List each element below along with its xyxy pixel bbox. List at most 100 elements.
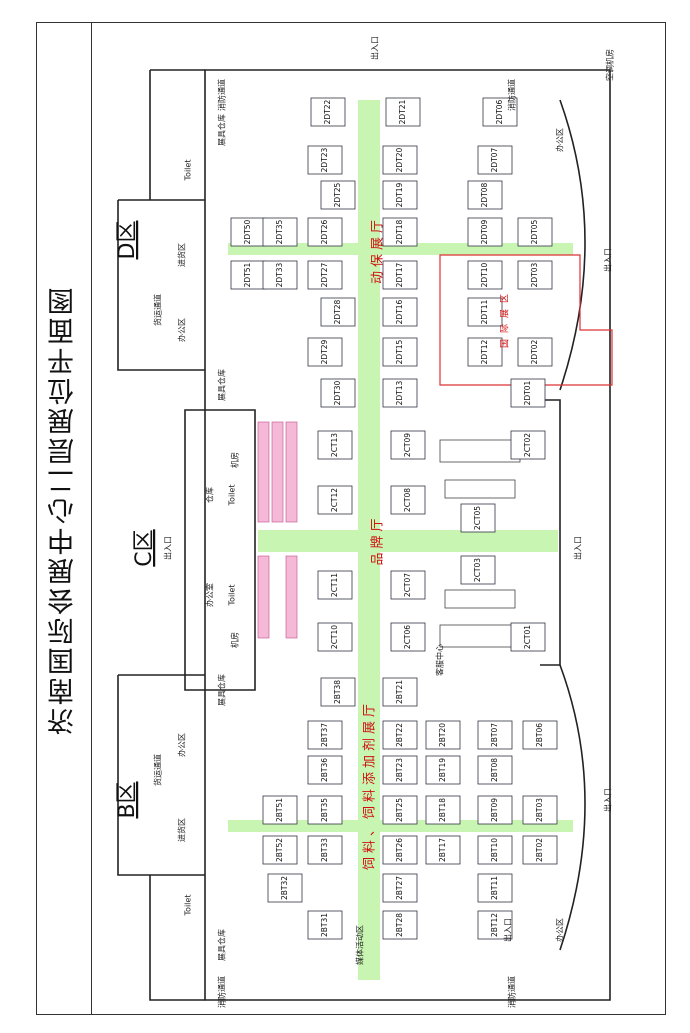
booth[interactable]: 2CT03 <box>460 555 496 585</box>
booth[interactable]: 2CT07 <box>390 570 426 600</box>
booth[interactable]: 2DT30 <box>320 378 356 408</box>
booth[interactable]: 2BT19 <box>425 755 461 785</box>
booth-id: 2BT51 <box>275 798 284 822</box>
booth[interactable]: 2DT13 <box>382 378 418 408</box>
booth[interactable]: 2BT18 <box>425 795 461 825</box>
booth[interactable]: 2DT35 <box>262 217 298 247</box>
booth-id: 2DT21 <box>398 99 407 124</box>
booth-id: 2BT37 <box>320 723 329 747</box>
booth-id: 2DT35 <box>275 219 284 244</box>
booth[interactable]: 2CT13 <box>317 430 353 460</box>
booth[interactable]: 2DT27 <box>307 260 343 290</box>
booth[interactable]: 2BT35 <box>307 795 343 825</box>
booth[interactable]: 2BT03 <box>522 795 558 825</box>
booth-id: 2DT20 <box>395 147 404 172</box>
area-label: 出入口 <box>603 248 613 272</box>
booth[interactable]: 2DT51 <box>230 260 266 290</box>
booth[interactable]: 2BT09 <box>477 795 513 825</box>
booth[interactable]: 2BT02 <box>522 835 558 865</box>
booth[interactable]: 2DT16 <box>382 297 418 327</box>
booth-id: 2DT01 <box>523 380 532 405</box>
booth[interactable]: 2BT12 <box>477 910 513 940</box>
booth[interactable]: 2BT31 <box>307 910 343 940</box>
booth[interactable]: 2DT08 <box>467 180 503 210</box>
area-label: 空调机房 <box>605 49 615 81</box>
booth[interactable]: 2DT23 <box>307 145 343 175</box>
booth-id: 2CT10 <box>330 625 339 649</box>
booth[interactable]: 2DT15 <box>382 337 418 367</box>
booth[interactable]: 2DT21 <box>385 97 421 127</box>
booth-id: 2BT52 <box>275 838 284 862</box>
booth[interactable]: 2CT08 <box>390 485 426 515</box>
booth[interactable]: 2DT06 <box>482 97 518 127</box>
booth[interactable]: 2CT05 <box>460 503 496 533</box>
pink-booths <box>257 421 298 639</box>
booth[interactable]: 2BT17 <box>425 835 461 865</box>
booth[interactable]: 2DT09 <box>467 217 503 247</box>
area-label: 机房 <box>230 452 240 468</box>
booth[interactable]: 2DT18 <box>382 217 418 247</box>
booth[interactable]: 2DT50 <box>230 217 266 247</box>
area-label: 机房 <box>230 632 240 648</box>
booth[interactable]: 2CT11 <box>317 570 353 600</box>
booth-id: 2DT23 <box>320 147 329 172</box>
booth[interactable]: 2DT03 <box>517 260 553 290</box>
booth-id: 2DT09 <box>480 219 489 244</box>
booth[interactable]: 2CT06 <box>390 622 426 652</box>
booth[interactable]: 2DT05 <box>517 217 553 247</box>
booth-id: 2BT17 <box>438 838 447 862</box>
booth[interactable]: 2DT01 <box>510 378 546 408</box>
booth-id: 2CT11 <box>330 573 339 597</box>
area-label: 媒体活动区 <box>355 925 365 965</box>
booth[interactable]: 2BT26 <box>382 835 418 865</box>
booth-id: 2DT16 <box>395 299 404 324</box>
booth[interactable]: 2BT06 <box>522 720 558 750</box>
booth[interactable]: 2DT29 <box>307 337 343 367</box>
booth[interactable]: 2BT32 <box>267 873 303 903</box>
booth[interactable]: 2DT07 <box>477 145 513 175</box>
booth[interactable]: 2BT21 <box>382 677 418 707</box>
booth[interactable]: 2CT10 <box>317 622 353 652</box>
booth[interactable]: 2BT52 <box>262 835 298 865</box>
booth[interactable]: 2BT33 <box>307 835 343 865</box>
booth[interactable]: 2BT10 <box>477 835 513 865</box>
booth[interactable]: 2CT02 <box>510 430 546 460</box>
booth[interactable]: 2BT20 <box>425 720 461 750</box>
booth[interactable]: 2BT25 <box>382 795 418 825</box>
booth-id: 2BT02 <box>535 838 544 862</box>
booth[interactable]: 2DT20 <box>382 145 418 175</box>
area-label: 出入口 <box>573 536 583 560</box>
hall-name: 饲料、饲料添加剂展厅 <box>363 700 378 870</box>
booth[interactable]: 2DT25 <box>320 180 356 210</box>
booth[interactable]: 2BT51 <box>262 795 298 825</box>
booth-id: 2DT17 <box>395 262 404 287</box>
area-label: 进货区 <box>177 818 187 842</box>
booth-id: 2BT36 <box>320 758 329 782</box>
booth[interactable]: 2DT19 <box>382 180 418 210</box>
booth[interactable]: 2DT10 <box>467 260 503 290</box>
booth[interactable]: 2BT38 <box>320 677 356 707</box>
booth[interactable]: 2BT07 <box>477 720 513 750</box>
booth[interactable]: 2BT37 <box>307 720 343 750</box>
booth[interactable]: 2DT12 <box>467 337 503 367</box>
booth[interactable]: 2DT17 <box>382 260 418 290</box>
booth[interactable]: 2CT12 <box>317 485 353 515</box>
booth[interactable]: 2BT23 <box>382 755 418 785</box>
booth[interactable]: 2CT09 <box>390 430 426 460</box>
booth[interactable]: 2DT33 <box>262 260 298 290</box>
booth-id: 2BT18 <box>438 798 447 822</box>
booth[interactable]: 2BT28 <box>382 910 418 940</box>
booth[interactable]: 2DT28 <box>320 297 356 327</box>
booth[interactable]: 2BT08 <box>477 755 513 785</box>
booth[interactable]: 2DT26 <box>307 217 343 247</box>
booth[interactable]: 2BT36 <box>307 755 343 785</box>
booth[interactable]: 2DT22 <box>310 97 346 127</box>
booth[interactable]: 2CT01 <box>510 622 546 652</box>
booth[interactable]: 2DT02 <box>517 337 553 367</box>
booth[interactable]: 2BT27 <box>382 873 418 903</box>
booth[interactable]: 2BT11 <box>477 873 513 903</box>
booth[interactable]: 2BT22 <box>382 720 418 750</box>
booth-id: 2BT12 <box>490 913 499 937</box>
area-label: 办公区 <box>177 318 187 342</box>
booth[interactable]: 2DT11 <box>467 297 503 327</box>
